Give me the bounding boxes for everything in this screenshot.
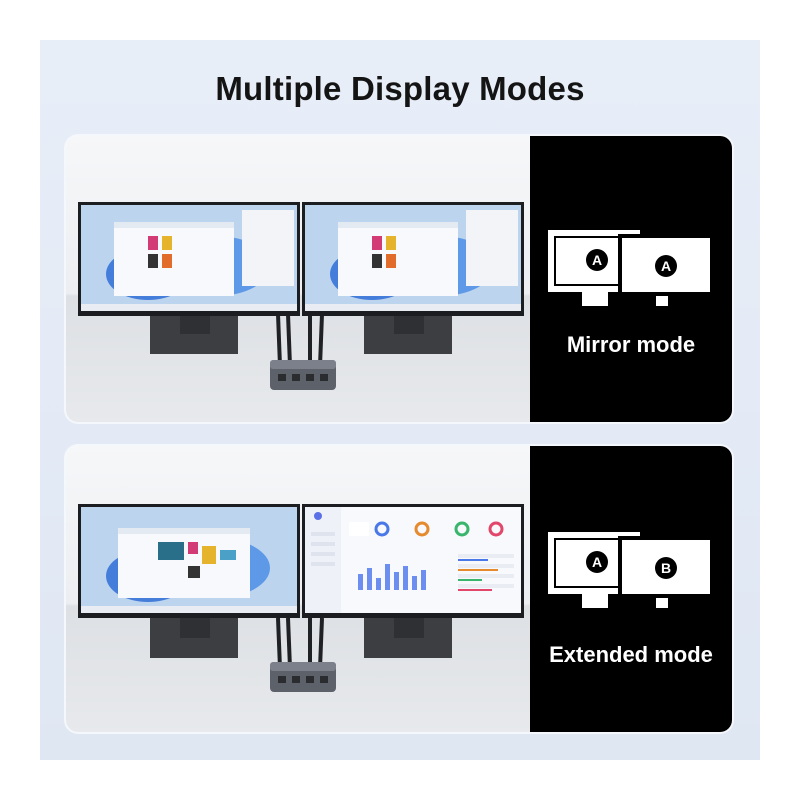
mirror-mode-photo [66,136,530,422]
extended-mode-photo [66,446,530,732]
display-b-letter: A [661,258,671,274]
extended-mode-info: A B Extended mode [530,446,732,732]
mirror-mode-icon: A A [548,230,714,306]
display-a-letter: A [592,554,602,570]
display-a-letter: A [592,252,602,268]
mirror-mode-label: Mirror mode [566,332,696,357]
display-b-badge [655,557,677,579]
extended-mode-icon: A B [548,532,714,608]
display-b-letter: B [661,560,671,576]
display-b-badge [655,255,677,277]
display-a-badge [586,551,608,573]
mirror-mode-info: A A Mirror mode [530,136,732,422]
page-title: Multiple Display Modes [215,70,585,107]
display-b-stand [656,598,668,608]
extended-mode-panel: A B Extended mode [66,446,732,732]
display-b-stand [656,296,668,306]
extended-mode-label: Extended mode [549,642,713,667]
display-a-stand [582,292,608,306]
display-a-stand [582,594,608,608]
mirror-mode-panel: A A Mirror mode [66,136,732,422]
display-a-badge [586,249,608,271]
